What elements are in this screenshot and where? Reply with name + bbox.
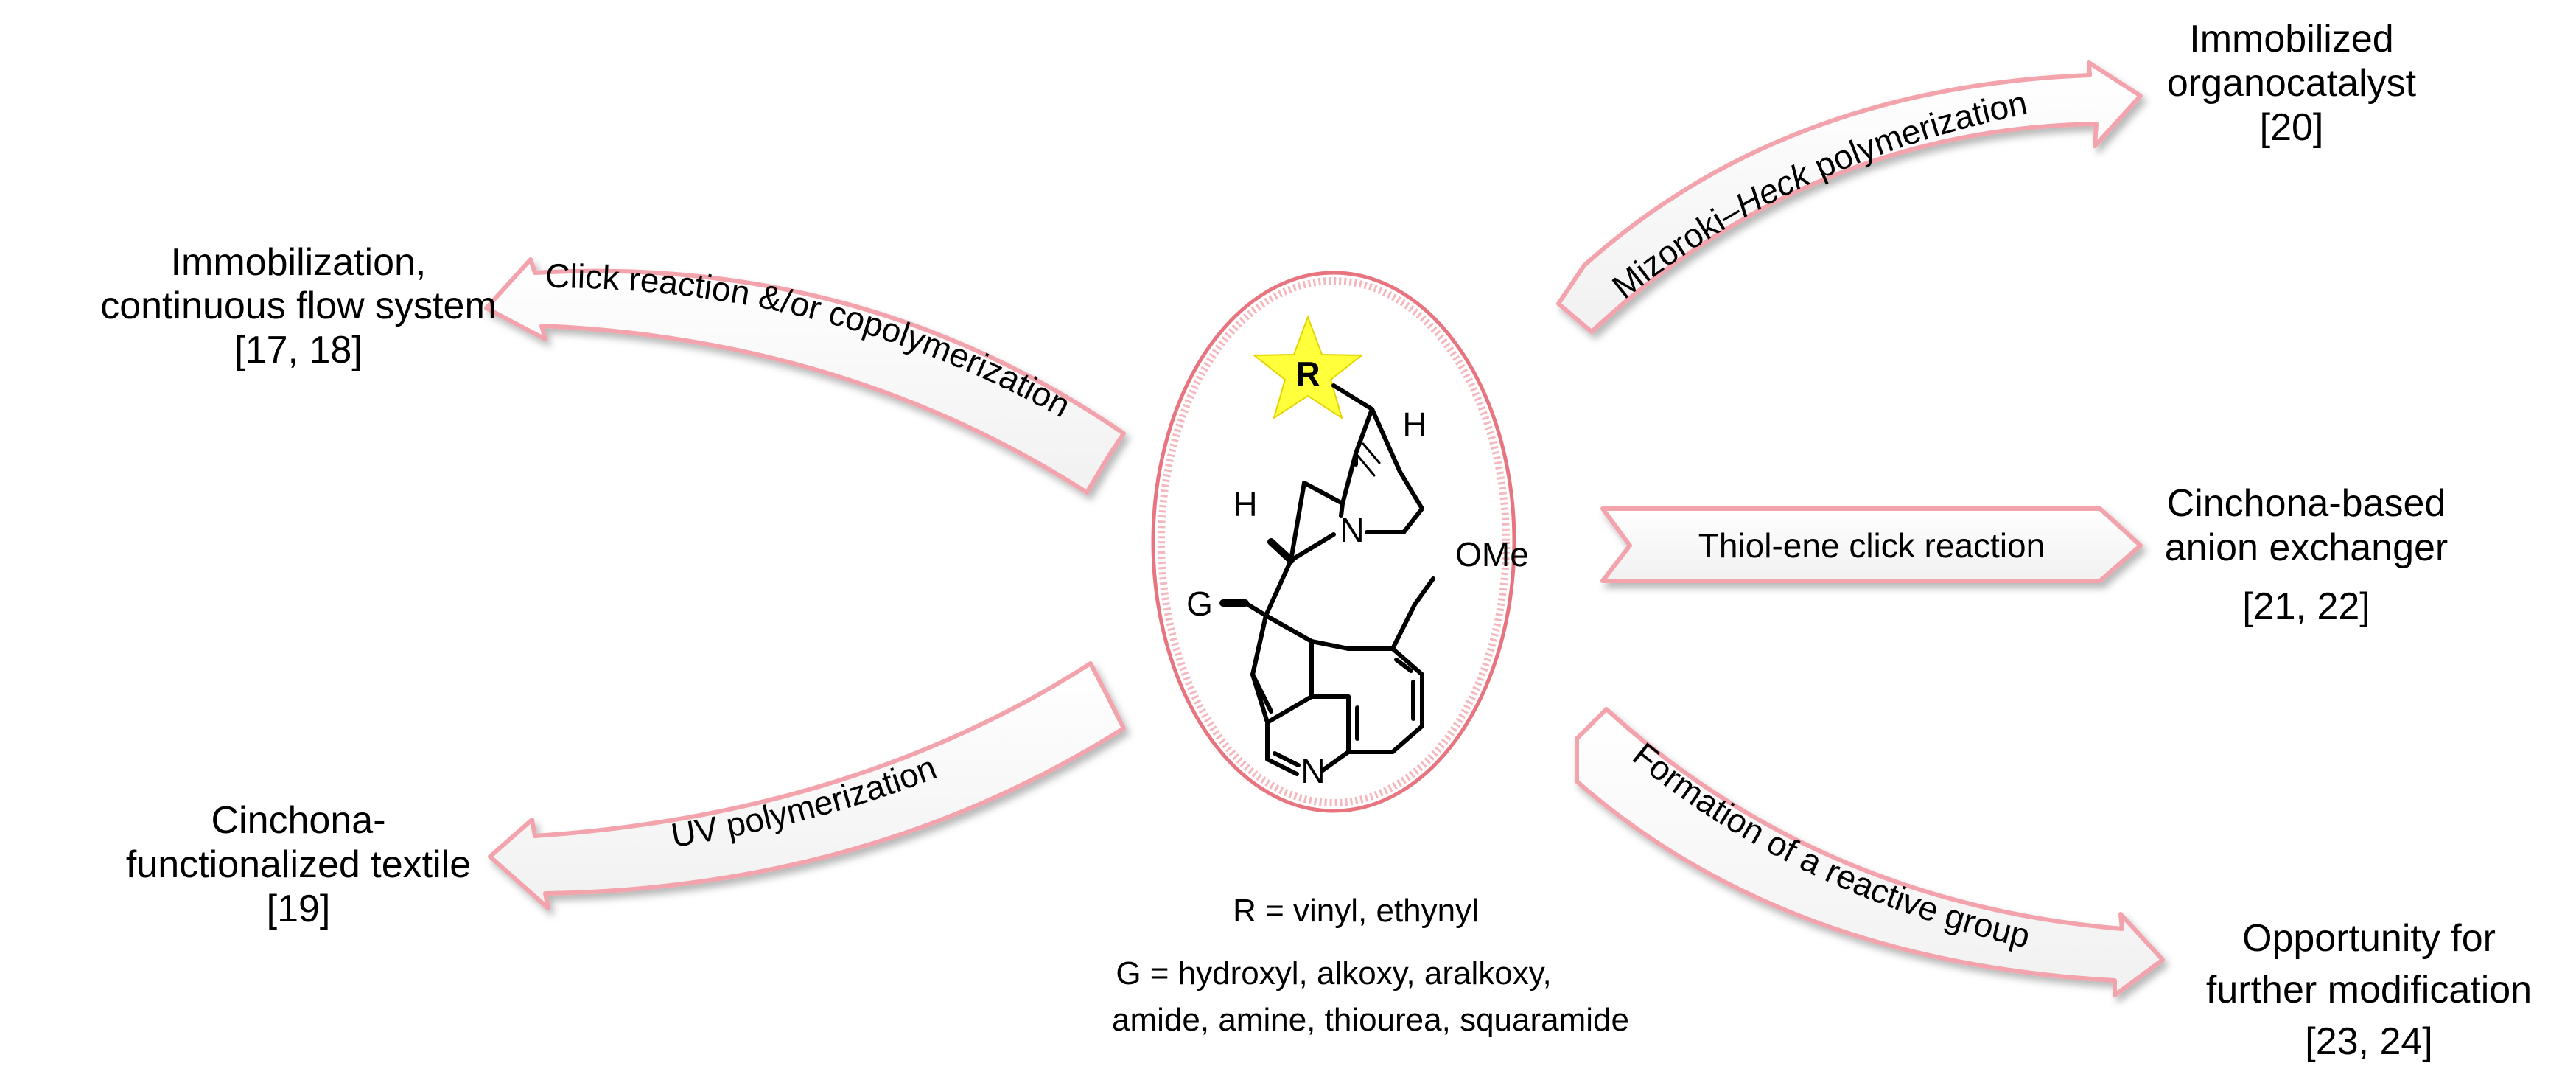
outcome-line1: Cinchona-based — [2167, 482, 2446, 525]
substituent-notes: R = vinyl, ethynyl G = hydroxyl, alkoxy,… — [1112, 893, 1629, 1038]
molecule-bonds — [1219, 383, 1435, 776]
outcome-ref: [23, 24] — [2305, 1020, 2432, 1063]
arrow-thiol-ene: Thiol-ene click reaction — [1600, 506, 2143, 583]
r-group-label: R — [1295, 355, 1320, 393]
arrow-heck-polymerization: Mizoroki–Heck polymerization — [1556, 60, 2143, 334]
atom-ome: OMe — [1455, 535, 1529, 574]
outcome-line2: functionalized textile — [126, 843, 471, 886]
atom-g: G — [1186, 585, 1213, 623]
arrow-click-reaction: Click reaction &/or copolymerization — [484, 257, 1126, 495]
outcome-line1: Cinchona- — [211, 799, 385, 842]
atom-h-left: H — [1233, 485, 1257, 523]
molecule-circle — [1151, 271, 1516, 813]
outcome-line2: anion exchanger — [2165, 526, 2449, 569]
outcome-line2: organocatalyst — [2167, 62, 2417, 105]
note-g-definition-line2: amide, amine, thiourea, squaramide — [1112, 1002, 1629, 1038]
outcome-ref: [17, 18] — [234, 329, 362, 372]
outcome-ref: [21, 22] — [2242, 585, 2370, 628]
atom-n-quinoline: N — [1301, 752, 1325, 790]
outcome-textile: Cinchona- functionalized textile [19] — [126, 799, 471, 930]
arrow-uv-polymerization: UV polymerization — [488, 661, 1126, 910]
molecule-circle-inner — [1158, 277, 1510, 806]
outcome-immobilization-flow: Immobilization, continuous flow system [… — [100, 241, 497, 372]
arrow-thiol-label: Thiol-ene click reaction — [1698, 526, 2045, 565]
cinchona-molecule: R — [1151, 271, 1529, 813]
outcome-line2: continuous flow system — [100, 285, 497, 327]
outcome-ref: [19] — [267, 888, 331, 930]
outcome-ref: [20] — [2260, 106, 2324, 149]
atom-n-bridge: N — [1340, 511, 1364, 549]
outcome-further-modification: Opportunity for further modification [23… — [2206, 917, 2532, 1063]
arrow-heck-label: Mizoroki–Heck polymerization — [1605, 83, 2031, 306]
atom-h-top: H — [1402, 405, 1427, 444]
outcome-organocatalyst: Immobilized organocatalyst [20] — [2167, 18, 2417, 149]
note-g-definition-line1: G = hydroxyl, alkoxy, aralkoxy, — [1116, 955, 1551, 991]
outcome-anion-exchanger: Cinchona-based anion exchanger [21, 22] — [2165, 482, 2449, 628]
outcome-line1: Immobilized — [2189, 18, 2393, 60]
arrow-formation-reactive-group: Formation of a reactive group — [1575, 707, 2165, 997]
outcome-line1: Immobilization, — [171, 241, 427, 284]
note-r-definition: R = vinyl, ethynyl — [1233, 893, 1479, 929]
star-icon — [1252, 315, 1364, 420]
outcome-line1: Opportunity for — [2242, 917, 2496, 960]
outcome-line2: further modification — [2206, 969, 2532, 1011]
